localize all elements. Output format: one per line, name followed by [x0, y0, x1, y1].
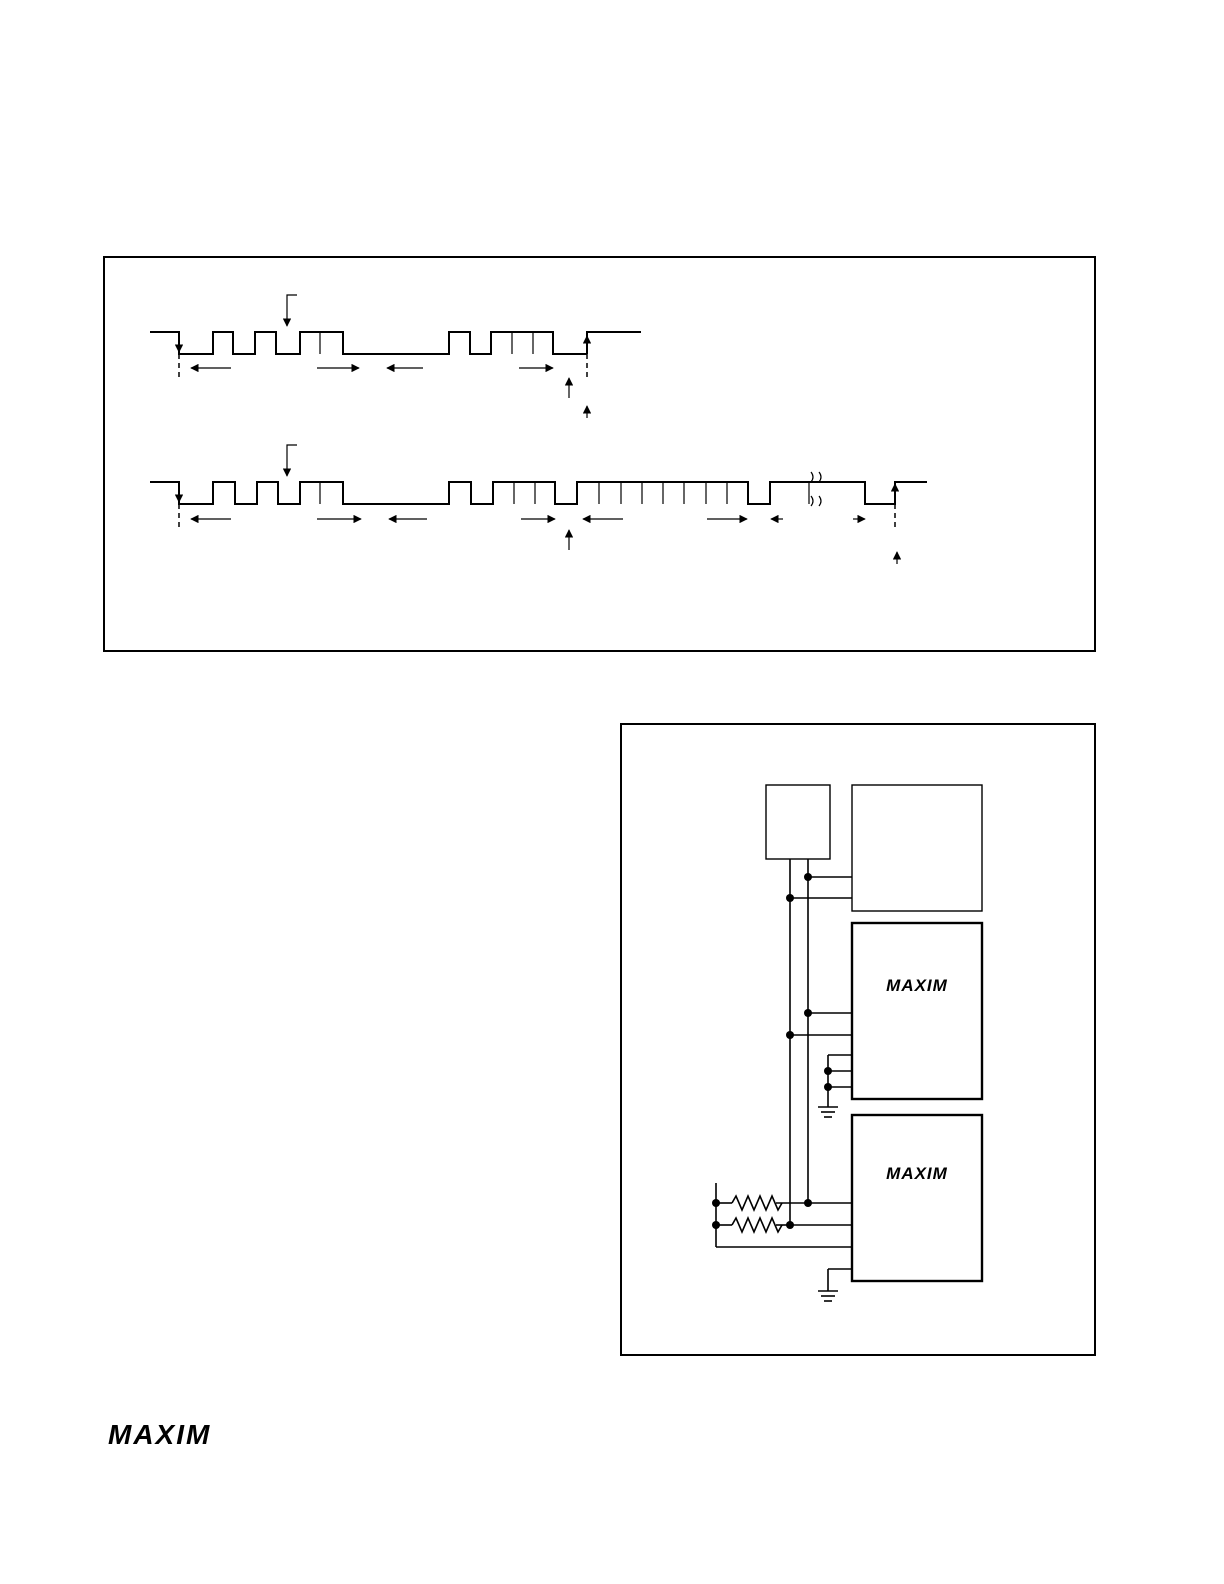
footer-logo-text: MAXIM — [108, 1419, 211, 1450]
junction-dot — [786, 894, 794, 902]
circuit-diagram-frame: MAXIM MAXIM — [620, 723, 1096, 1356]
chip2-maxim-logo: MAXIM — [886, 1164, 948, 1183]
timing-row-1 — [150, 294, 641, 418]
row1-waveform — [150, 331, 587, 355]
controller-box — [765, 784, 831, 860]
circuit-diagram: MAXIM MAXIM — [712, 784, 984, 1302]
timing-diagram — [150, 294, 927, 564]
junction-dot — [786, 1031, 794, 1039]
break-mark-bottom — [810, 495, 822, 507]
timing-diagram-frame — [103, 256, 1096, 652]
row2-marker-arrow — [282, 444, 297, 477]
junction-dot — [804, 873, 812, 881]
timing-row-2 — [150, 444, 927, 564]
maxim-chip-2 — [850, 1113, 984, 1283]
pullup-resistor-1 — [731, 1193, 783, 1213]
ground-symbol-1 — [818, 1106, 838, 1118]
chip1-maxim-logo: MAXIM — [886, 976, 948, 995]
maxim-footer-logo: MAXIM — [108, 1419, 211, 1450]
maxim-chip-1 — [850, 921, 984, 1101]
row2-waveform — [150, 481, 809, 505]
junction-dot — [712, 1199, 720, 1207]
junction-dot — [824, 1083, 832, 1091]
junction-dot — [824, 1067, 832, 1075]
pullup-resistor-2 — [731, 1215, 783, 1235]
junction-dot — [712, 1221, 720, 1229]
break-mark-top — [810, 471, 822, 483]
peripheral-box — [851, 784, 983, 912]
ground-symbol-2 — [818, 1290, 838, 1302]
row1-marker-arrow — [282, 294, 297, 327]
junction-dot — [804, 1009, 812, 1017]
